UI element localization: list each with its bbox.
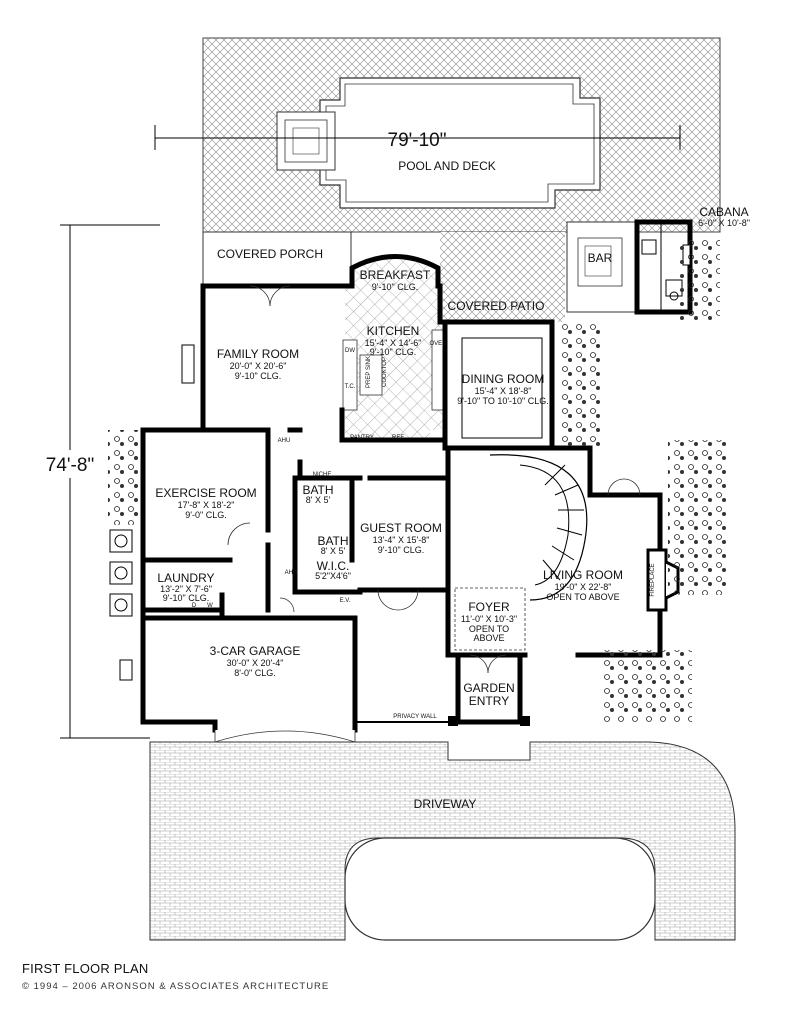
foyer-size: 11'-0" X 10'-3" bbox=[461, 614, 517, 624]
living-note: OPEN TO ABOVE bbox=[546, 592, 619, 602]
driveway-area bbox=[149, 741, 736, 941]
laundry-name: LAUNDRY bbox=[157, 571, 214, 585]
foyer-note1: OPEN TO bbox=[469, 624, 509, 634]
garage-opening bbox=[214, 730, 356, 743]
laundry-clg: 9'-10" CLG. bbox=[163, 593, 209, 603]
entry-column-left bbox=[448, 716, 458, 726]
foyer-open-above bbox=[454, 587, 526, 651]
bath2-size: 8' X 5' bbox=[321, 546, 346, 556]
dining-clg: 9'-10" TO 10'-10" CLG. bbox=[457, 396, 549, 406]
bath1-name: BATH bbox=[302, 483, 333, 497]
living-name: LIVING ROOM bbox=[543, 568, 623, 582]
exercise-size: 17'-8" X 18'-2" bbox=[178, 500, 235, 510]
kitchen-size: 15'-4" X 14'-6" bbox=[365, 338, 422, 348]
guest-name: GUEST ROOM bbox=[360, 521, 442, 535]
equipment-pads bbox=[109, 344, 195, 681]
dryer-label: D bbox=[192, 603, 197, 609]
guest-size: 13'-4" X 15'-8" bbox=[373, 535, 430, 545]
bar-label: BAR bbox=[588, 251, 613, 265]
fireplace-label: FIREPLACE bbox=[650, 563, 656, 596]
oven-label: OVEN bbox=[429, 341, 446, 347]
door-swings bbox=[227, 285, 641, 674]
kitchen-clg: 9'-10" CLG. bbox=[370, 347, 416, 357]
depth-dimension-label: 74'-8" bbox=[46, 455, 94, 476]
bath1-size: 8' X 5' bbox=[306, 495, 331, 505]
kitchen-floor bbox=[342, 254, 445, 440]
foyer-note2: ABOVE bbox=[473, 633, 504, 643]
spiral-stair bbox=[489, 454, 588, 601]
family-clg: 9'-10" CLG. bbox=[235, 371, 281, 381]
exercise-name: EXERCISE ROOM bbox=[155, 486, 256, 500]
exercise-clg: 9'-0" CLG. bbox=[185, 510, 226, 520]
privacy-wall-label: PRIVACY WALL bbox=[393, 714, 437, 720]
ahu-label-upper: AHU bbox=[278, 438, 291, 444]
copyright-text: © 1994 – 2006 ARONSON & ASSOCIATES ARCHI… bbox=[22, 981, 330, 992]
dining-ceiling-line bbox=[461, 337, 543, 439]
cooktop-label: COOKTOP bbox=[382, 357, 388, 387]
garage-size: 30'-0" X 20'-4" bbox=[227, 658, 284, 668]
ev-label: E.V. bbox=[340, 598, 351, 604]
washer-label: W bbox=[207, 603, 213, 609]
garage-name: 3-CAR GARAGE bbox=[210, 644, 301, 658]
foyer-name: FOYER bbox=[468, 600, 510, 614]
covered-patio-label: COVERED PATIO bbox=[448, 299, 545, 313]
plan-title: FIRST FLOOR PLAN bbox=[22, 961, 149, 976]
covered-patio-deck bbox=[440, 232, 565, 322]
width-dimension: 79'-10" bbox=[154, 125, 681, 151]
wic-size: 5'2"X4'6" bbox=[315, 571, 351, 581]
cabana-name: CABANA bbox=[699, 205, 748, 219]
garden-name-1: GARDEN bbox=[463, 681, 514, 695]
dw-label: DW bbox=[345, 348, 355, 354]
garage-clg: 8'-0" CLG. bbox=[234, 668, 275, 678]
ref-label: REF bbox=[392, 435, 404, 441]
pool-deck-label: POOL AND DECK bbox=[398, 159, 496, 173]
bath2-name: BATH bbox=[317, 534, 348, 548]
laundry-size: 13'-2" X 7'-6" bbox=[160, 584, 212, 594]
width-dimension-label: 79'-10" bbox=[388, 130, 447, 151]
dining-size: 15'-4" X 18'-8" bbox=[475, 386, 532, 396]
garden-name-2: ENTRY bbox=[469, 694, 509, 708]
niche-label: NICHE bbox=[313, 472, 332, 478]
cabana bbox=[566, 219, 693, 315]
pantry-label: PANTRY bbox=[350, 435, 374, 441]
guest-clg: 9'-10" CLG. bbox=[378, 545, 424, 555]
dining-name: DINING ROOM bbox=[462, 372, 545, 386]
cabana-size: 6'-0" X 10'-8" bbox=[698, 218, 750, 228]
family-name: FAMILY ROOM bbox=[217, 347, 299, 361]
tc-label: T.C. bbox=[345, 384, 356, 390]
kitchen-name: KITCHEN bbox=[367, 324, 420, 338]
entry-column-right bbox=[520, 716, 530, 726]
pool-deck-area bbox=[202, 37, 721, 233]
breakfast-name: BREAKFAST bbox=[360, 268, 431, 282]
breakfast-clg: 9'-10" CLG. bbox=[372, 282, 418, 292]
family-size: 20'-0" X 20'-6" bbox=[230, 361, 287, 371]
prep-sink-label: PREP SINK bbox=[366, 356, 372, 388]
living-size: 19'-0" X 22'-8" bbox=[555, 582, 612, 592]
driveway-label: DRIVEWAY bbox=[414, 797, 477, 811]
covered-porch bbox=[202, 231, 352, 287]
depth-dimension: 74'-8" bbox=[32, 224, 160, 739]
wic-name: W.I.C. bbox=[317, 559, 350, 573]
ahu-label-lower: AHU bbox=[285, 570, 298, 576]
landscaping bbox=[108, 240, 730, 722]
covered-porch-label: COVERED PORCH bbox=[217, 247, 323, 261]
